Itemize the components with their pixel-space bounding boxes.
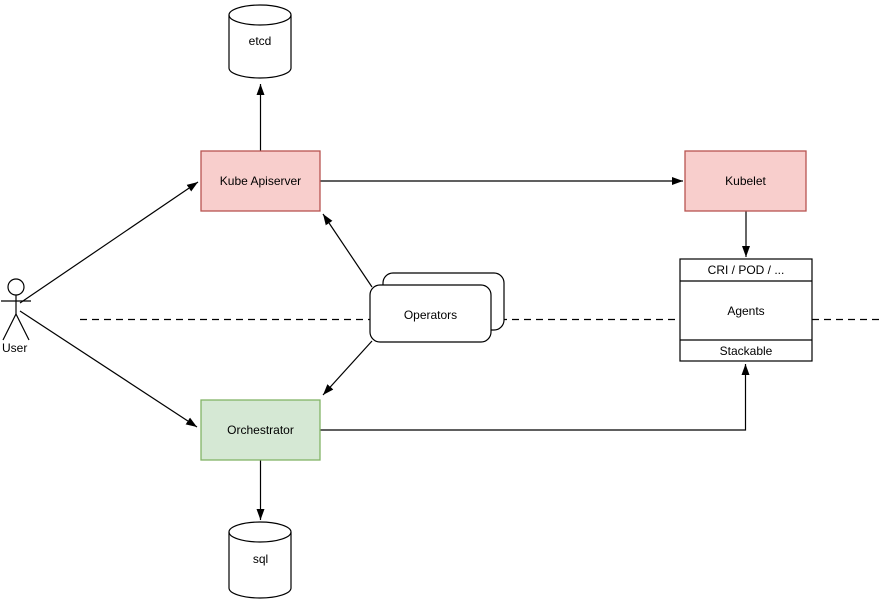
kubelet-label: Kubelet: [725, 174, 766, 188]
stackable-label: Stackable: [720, 344, 773, 358]
node-cri-pod-stack[interactable]: CRI / POD / ... Agents Stackable: [679, 258, 813, 362]
node-etcd[interactable]: etcd: [228, 4, 292, 79]
agents-label: Agents: [727, 304, 764, 318]
operators-front-card[interactable]: [369, 284, 492, 343]
user-label: User: [2, 341, 27, 355]
orchestrator-box[interactable]: [200, 399, 321, 461]
cri-pod-stack-box[interactable]: [679, 258, 813, 362]
kube-apiserver-box[interactable]: [200, 150, 321, 212]
user-actor-head[interactable]: [7, 278, 25, 296]
node-kubelet[interactable]: Kubelet: [684, 150, 807, 212]
kubelet-box[interactable]: [684, 150, 807, 212]
sql-label: sql: [253, 552, 268, 566]
etcd-label: etcd: [249, 34, 272, 48]
cri-pod-header-label: CRI / POD / ...: [708, 263, 785, 277]
edge-operators-to-orchestrator: [322, 340, 373, 396]
node-user[interactable]: User: [1, 278, 31, 355]
etcd-cylinder-rim: [228, 14, 292, 26]
node-kube-apiserver[interactable]: Kube Apiserver: [200, 150, 321, 212]
orchestrator-label: Orchestrator: [227, 423, 294, 437]
edge-operators-to-kube-apiserver: [322, 213, 373, 288]
node-sql[interactable]: sql: [228, 521, 292, 599]
edge-user-to-orchestrator: [19, 310, 198, 428]
node-operators[interactable]: Operators: [369, 272, 505, 343]
kube-apiserver-label: Kube Apiserver: [220, 174, 301, 188]
operators-label: Operators: [404, 308, 457, 322]
edge-user-to-kube-apiserver: [19, 181, 199, 304]
node-orchestrator[interactable]: Orchestrator: [200, 399, 321, 461]
sql-cylinder-rim: [228, 531, 292, 543]
edge-orchestrator-to-stackable: [320, 364, 750, 431]
user-actor-legs: [2, 313, 30, 341]
